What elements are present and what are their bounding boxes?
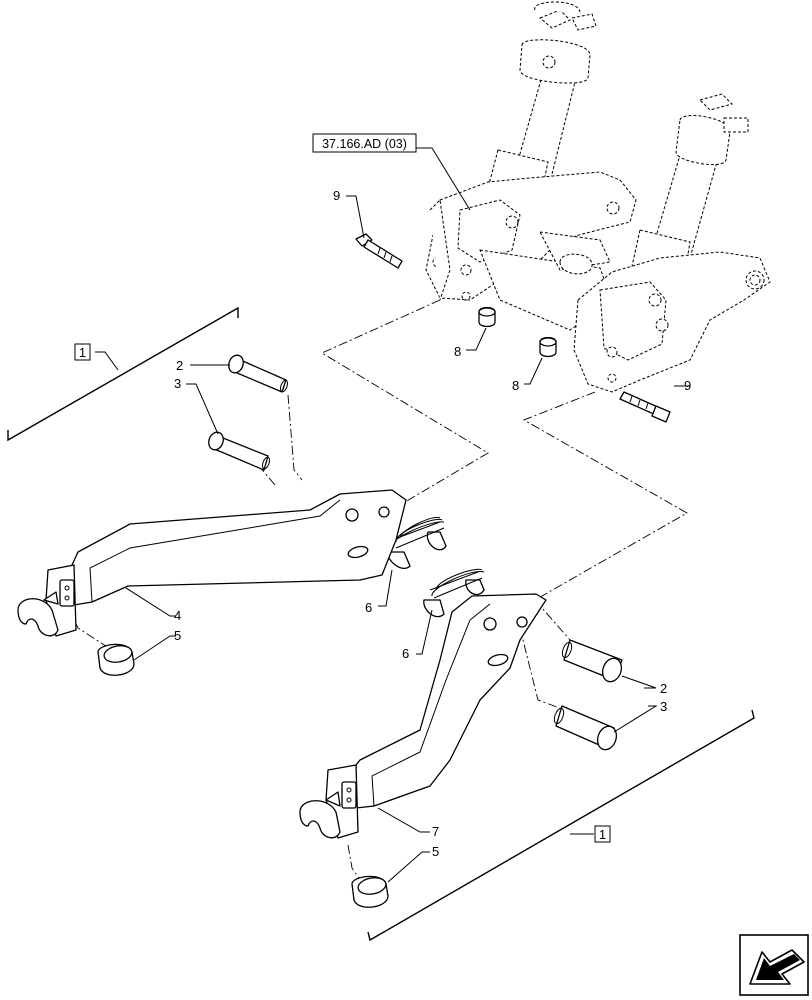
reference-label[interactable]: 37.166.AD (03)	[312, 133, 417, 153]
reference-label-text: 37.166.AD (03)	[322, 137, 407, 151]
bolt-upper	[355, 233, 403, 269]
lift-arm-left	[17, 489, 407, 637]
ball-end-left	[97, 643, 135, 676]
callout-left-arm: 4	[174, 608, 181, 623]
callout-pin-3-right: 3	[660, 699, 667, 714]
pin-3-left	[208, 431, 270, 471]
leader-lines	[95, 147, 690, 883]
assembly-marker-upper-text: 1	[79, 345, 86, 360]
callouts: 9 9 8 8 2 3 6 6 4 5 2 3 7 5	[174, 188, 691, 859]
callout-lynch-pin-lower: 6	[402, 646, 409, 661]
callout-right-arm: 7	[432, 824, 439, 839]
nut-right	[539, 336, 557, 358]
pin-2-left	[228, 354, 288, 393]
next-page-arrow-icon[interactable]	[739, 934, 809, 996]
ball-end-right	[351, 875, 389, 908]
pin-2-right	[561, 639, 623, 683]
assembly-marker-lower-text: 1	[599, 827, 606, 842]
assembly-marker-lower[interactable]: 1	[594, 825, 611, 843]
assembly-frame-lower	[367, 709, 755, 942]
callout-pin-2-right: 2	[660, 681, 667, 696]
assembly-marker-upper[interactable]: 1	[74, 343, 91, 361]
assembly-frame-upper	[7, 306, 239, 442]
bolt-lower	[619, 391, 671, 423]
callout-lynch-pin-upper: 6	[365, 600, 372, 615]
lynch-pin-lower	[423, 568, 485, 618]
callout-nut-right: 8	[512, 378, 519, 393]
cylinder-assembly	[425, 1, 771, 393]
callout-ball-end-left: 5	[174, 628, 181, 643]
nut-left	[478, 306, 496, 328]
pin-3-right	[553, 705, 618, 751]
callout-pin-3-left: 3	[174, 376, 181, 391]
callout-ball-end-right: 5	[432, 844, 439, 859]
callout-bolt-lower: 9	[684, 378, 691, 393]
callout-pin-2-left: 2	[176, 358, 183, 373]
callout-nut-left: 8	[454, 344, 461, 359]
callout-bolt-upper: 9	[333, 188, 340, 203]
lift-arm-right	[299, 593, 547, 839]
